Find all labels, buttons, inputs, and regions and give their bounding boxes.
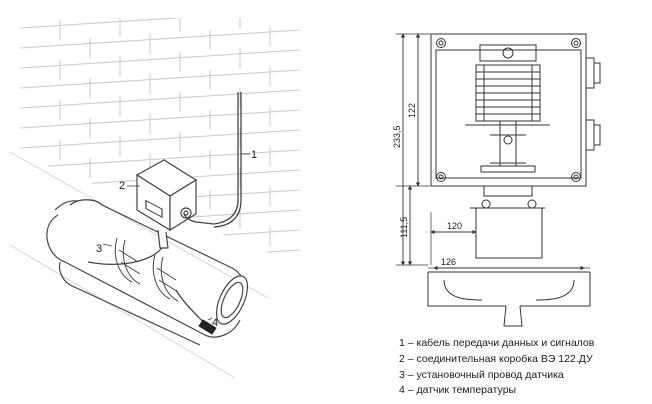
callout-leaders (102, 153, 250, 321)
dim-120: 120 (447, 221, 462, 231)
cables (87, 92, 242, 325)
brick-wall (20, 18, 300, 265)
legend-item: 2 – соединительная коробка ВЭ 122.ДУ (399, 352, 593, 365)
callout-2: 2 (119, 180, 125, 192)
legend-item: 3 – установочный провод датчика (399, 368, 564, 381)
callout-4: 4 (212, 317, 218, 329)
junction-box-drawing (427, 33, 601, 327)
legend-item: 4 – датчик температуры (399, 384, 517, 397)
wall-edges (9, 151, 269, 379)
pipe-clamps (114, 237, 179, 302)
dimension-lines (396, 33, 590, 271)
dim-111: 111,5 (399, 217, 409, 238)
callout-1: 1 (251, 149, 257, 161)
legend: 1 – кабель передачи данных и сигналов 2 … (399, 336, 594, 399)
dim-233: 233,5 (392, 125, 402, 148)
junction-box (135, 159, 198, 249)
temperature-sensor (198, 319, 217, 335)
pipe (46, 199, 249, 346)
dim-122: 122 (407, 103, 417, 118)
callout-3: 3 (96, 243, 102, 255)
legend-item: 1 – кабель передачи данных и сигналов (399, 337, 595, 349)
dim-126: 126 (441, 257, 456, 267)
